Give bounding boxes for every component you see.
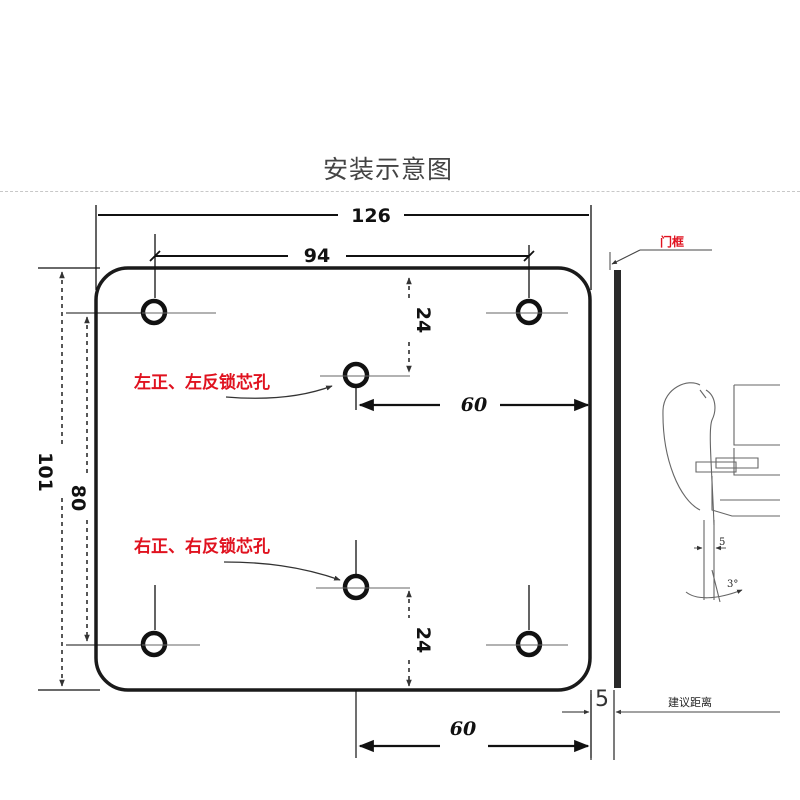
door-frame-label: 门框 <box>660 234 684 249</box>
dimension-24-lower-label: 24 <box>412 627 434 653</box>
dimension-24-upper-label: 24 <box>412 307 434 333</box>
page-title: 安装示意图 <box>322 155 453 184</box>
lock-hole-upper <box>320 361 410 410</box>
dimension-60-upper-label: 60 <box>461 394 487 416</box>
upper-lock-leader <box>225 385 333 399</box>
dimension-94-label: 94 <box>304 245 330 267</box>
dimension-overall-width: 126 <box>95 205 592 290</box>
mounting-plate <box>94 266 592 692</box>
lower-lock-leader <box>223 561 341 581</box>
dimension-lower-lock-offset: 24 <box>406 590 434 687</box>
dimension-lower-lock-to-edge: 60 <box>355 690 592 758</box>
lower-lock-hole-label: 右正、右反锁芯孔 <box>134 536 270 557</box>
door-frame: 门框 <box>609 234 712 688</box>
title-divider <box>0 191 800 192</box>
door-detail-sketch <box>662 382 780 603</box>
dimension-hole-height: 80 <box>66 312 142 646</box>
dimension-gap: 5 建议距离 <box>562 687 780 760</box>
dimension-upper-lock-to-edge: 60 <box>358 394 590 416</box>
upper-lock-hole-label: 左正、左反锁芯孔 <box>134 372 270 393</box>
lock-hole-lower <box>316 540 410 601</box>
dimension-126-label: 126 <box>351 205 391 227</box>
dimension-5-label: 5 <box>595 687 609 712</box>
dimension-60-lower-label: 60 <box>450 718 476 740</box>
suggested-distance-label: 建议距离 <box>668 695 712 709</box>
dimension-hole-width: 94 <box>149 245 535 267</box>
dimension-overall-height: 101 <box>34 267 100 691</box>
dimension-80-label: 80 <box>67 485 89 511</box>
detail-gap-label: 5 <box>719 537 725 548</box>
dimension-101-label: 101 <box>34 452 56 492</box>
screw-hole-top-left <box>134 234 216 326</box>
screw-hole-bottom-right <box>486 585 568 658</box>
dimension-upper-lock-offset: 24 <box>406 277 434 373</box>
screw-hole-top-right <box>486 245 568 326</box>
detail-angle-label: 3° <box>727 579 738 590</box>
